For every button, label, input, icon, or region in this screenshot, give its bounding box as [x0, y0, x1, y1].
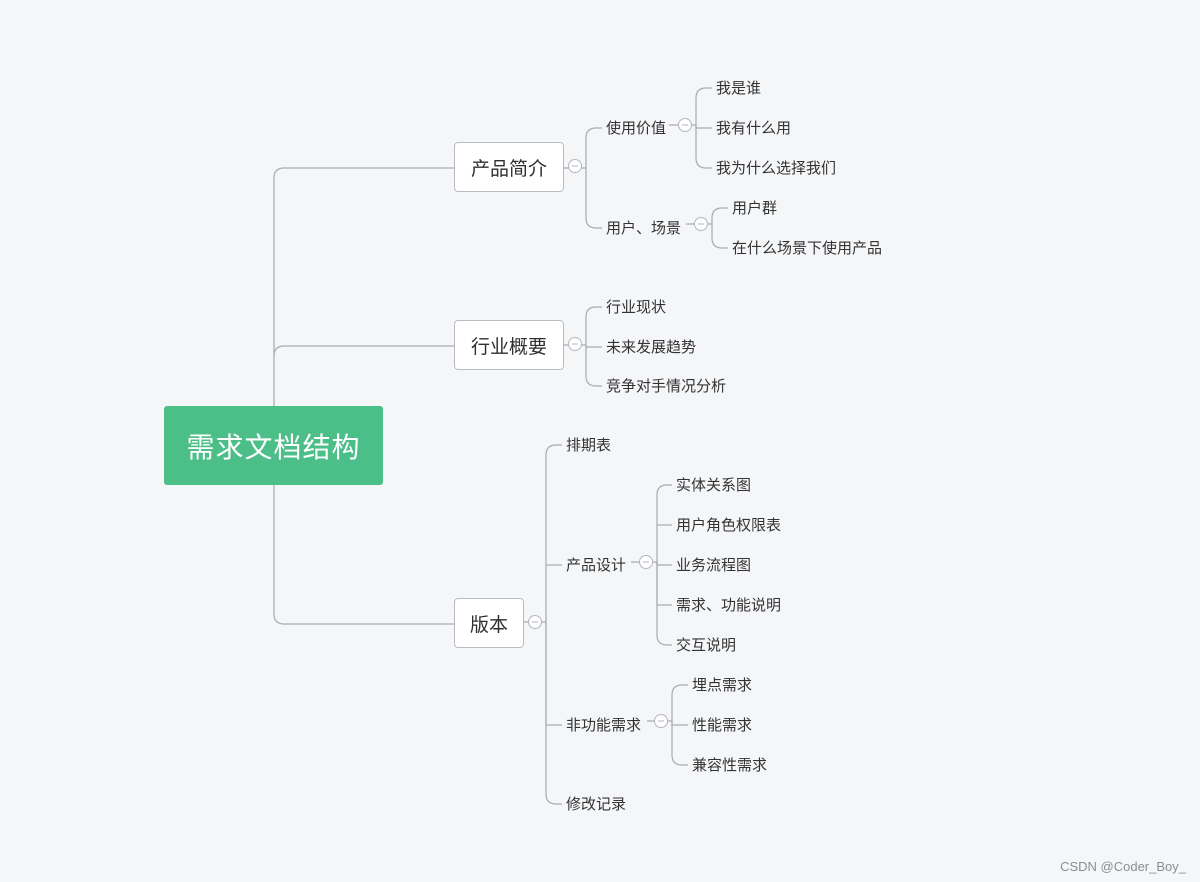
node-product-design[interactable]: 产品设计: [566, 556, 627, 574]
connector-root-branch-1: [273, 167, 454, 406]
branch-node-industry-overview[interactable]: 行业概要: [454, 320, 564, 370]
connector-c1-1: [695, 87, 712, 125]
connector-d1-5: [656, 562, 672, 646]
connector-b1-c1: [585, 127, 602, 168]
leaf-node[interactable]: 用户群: [732, 199, 778, 217]
connector-c1-2: [695, 125, 712, 129]
leaf-node[interactable]: 埋点需求: [692, 676, 753, 694]
leaf-node[interactable]: 兼容性需求: [692, 756, 768, 774]
connector-b3-3: [545, 622, 562, 726]
connector-b2-1: [585, 306, 602, 345]
connector-b2-2: [585, 345, 602, 348]
leaf-node[interactable]: 修改记录: [566, 795, 627, 813]
connector-c2-1: [711, 207, 728, 224]
collapse-toggle-icon[interactable]: [694, 217, 708, 231]
leaf-node[interactable]: 我是谁: [716, 79, 762, 97]
leaf-node[interactable]: 行业现状: [606, 298, 667, 316]
connector-root-branch-3: [273, 485, 454, 625]
connector-c1-3: [695, 125, 712, 169]
connector-c2-2: [711, 224, 728, 249]
collapse-toggle-icon[interactable]: [568, 159, 582, 173]
node-usage-value[interactable]: 使用价值: [606, 119, 667, 137]
leaf-node[interactable]: 我有什么用: [716, 119, 792, 137]
node-users-scenarios[interactable]: 用户、场景: [606, 219, 682, 237]
leaf-node[interactable]: 用户角色权限表: [676, 516, 782, 534]
connector-d1-1: [656, 484, 672, 562]
connector-root-branch-2: [273, 345, 454, 357]
leaf-node[interactable]: 我为什么选择我们: [716, 159, 837, 177]
leaf-node[interactable]: 业务流程图: [676, 556, 752, 574]
connector-d2-2: [671, 721, 688, 726]
collapse-toggle-icon[interactable]: [568, 337, 582, 351]
connector-b2-3: [585, 345, 602, 387]
leaf-node[interactable]: 需求、功能说明: [676, 596, 782, 614]
connector-d2-3: [671, 721, 688, 766]
leaf-node[interactable]: 排期表: [566, 436, 612, 454]
branch-node-version[interactable]: 版本: [454, 598, 524, 648]
leaf-node[interactable]: 性能需求: [692, 716, 753, 734]
connector-b3-4: [545, 622, 562, 805]
leaf-node[interactable]: 竞争对手情况分析: [606, 377, 727, 395]
node-non-functional[interactable]: 非功能需求: [566, 716, 642, 734]
connector-d2-1: [671, 684, 688, 721]
leaf-node[interactable]: 实体关系图: [676, 476, 752, 494]
connector-d1-3: [656, 562, 672, 566]
connector-d1-4: [656, 562, 672, 606]
collapse-toggle-icon[interactable]: [654, 714, 668, 728]
connector-b3-1: [545, 444, 562, 622]
collapse-toggle-icon[interactable]: [528, 615, 542, 629]
collapse-toggle-icon[interactable]: [639, 555, 653, 569]
branch-node-product-intro[interactable]: 产品简介: [454, 142, 564, 192]
leaf-node[interactable]: 在什么场景下使用产品: [732, 239, 883, 257]
leaf-node[interactable]: 交互说明: [676, 636, 737, 654]
collapse-toggle-icon[interactable]: [678, 118, 692, 132]
root-node[interactable]: 需求文档结构: [164, 406, 383, 485]
leaf-node[interactable]: 未来发展趋势: [606, 338, 697, 356]
connector-b1-c2: [585, 168, 602, 229]
watermark-text: CSDN @Coder_Boy_: [1060, 859, 1186, 874]
